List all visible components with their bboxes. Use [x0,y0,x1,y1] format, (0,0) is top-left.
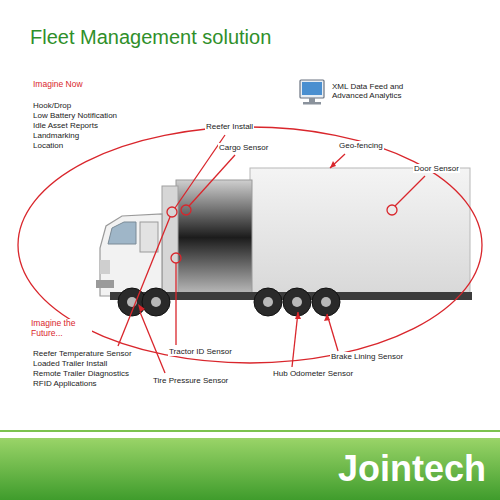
sensor-label: Tractor ID Sensor [168,347,233,356]
feature-item: Hook/Drop [32,101,72,110]
page-title: Fleet Management solution [30,26,271,49]
coverage-ellipse [18,127,482,363]
feature-item: Landmarking [32,131,80,140]
section-heading: Imagine the Future... [30,319,92,339]
sensor-label: Geo-fencing [338,141,384,150]
truck [96,168,472,316]
sensor-label: Cargo Sensor [218,143,269,152]
brand-logo: Jointech [338,448,486,489]
feature-item: Loaded Trailer Install [32,359,108,368]
sensor-label: Brake Lining Sensor [330,352,404,361]
arrow-heads [138,161,336,321]
feature-item: Remote Trailer Diagnostics [32,369,130,378]
feature-item: Low Battery Notification [32,111,118,120]
analytics-label: XML Data Feed and Advanced Analytics [331,82,415,100]
sensor-label: Tire Pressure Sensor [152,376,229,385]
computer-icon [300,80,324,105]
brand-band [0,438,500,500]
feature-item: RFID Applications [32,379,98,388]
sensor-label: Hub Odometer Sensor [272,369,354,378]
feature-item: Idle Asset Reports [32,121,99,130]
band-line [0,430,500,432]
leader-lines [118,135,425,373]
section-heading: Imagine Now [32,80,84,90]
feature-item: Location [32,141,64,150]
feature-item: Reefer Temperature Sensor [32,349,133,358]
sensor-label: Door Sensor [413,164,460,173]
sensor-label: Reefer Install [205,122,254,131]
